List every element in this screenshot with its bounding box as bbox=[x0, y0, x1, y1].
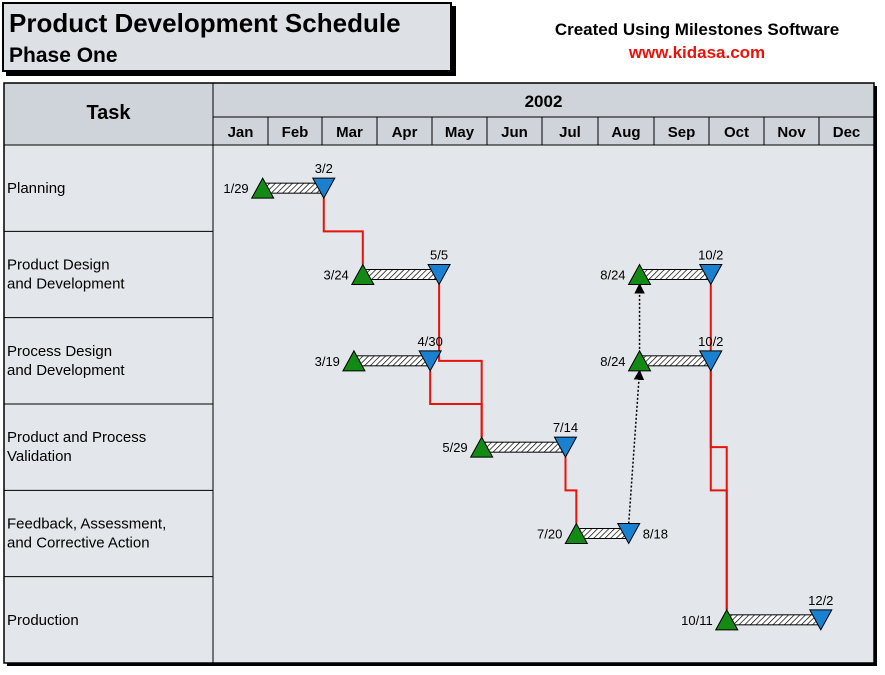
end-date-label: 3/2 bbox=[315, 161, 333, 176]
dependency-link bbox=[429, 370, 483, 438]
task-bar bbox=[726, 614, 822, 626]
end-date-label: 12/2 bbox=[808, 593, 833, 608]
chart-border bbox=[3, 82, 875, 664]
task-bar bbox=[481, 441, 566, 453]
feedback-arrow bbox=[627, 369, 645, 524]
start-milestone bbox=[469, 436, 494, 458]
dependency-link bbox=[709, 370, 728, 610]
end-milestone bbox=[418, 350, 443, 372]
task-label: Production bbox=[7, 612, 79, 629]
task-header: Task bbox=[86, 102, 131, 124]
end-date-label: 5/5 bbox=[430, 248, 448, 263]
end-date-label: 7/14 bbox=[553, 420, 578, 435]
start-milestone bbox=[350, 263, 375, 285]
start-date-label: 3/24 bbox=[323, 268, 348, 283]
end-date-label: 4/30 bbox=[418, 334, 443, 349]
month-label: Nov bbox=[777, 124, 806, 141]
end-milestone bbox=[808, 609, 833, 631]
chart-subtitle: Phase One bbox=[9, 44, 118, 67]
credit-line: Created Using Milestones Software bbox=[554, 20, 840, 39]
header-band bbox=[4, 83, 874, 145]
end-milestone bbox=[311, 177, 336, 200]
task-bar bbox=[262, 182, 325, 194]
month-label: Jan bbox=[228, 124, 254, 141]
start-date-label: 10/11 bbox=[681, 613, 713, 628]
start-milestone bbox=[714, 608, 739, 631]
start-date-label: 1/29 bbox=[223, 181, 248, 196]
start-date-label: 7/20 bbox=[537, 527, 562, 542]
end-milestone bbox=[553, 436, 578, 459]
month-label: Aug bbox=[611, 124, 640, 141]
task-label: Planning bbox=[7, 180, 65, 197]
month-label: Apr bbox=[392, 124, 418, 141]
title-box: Product Development Schedule Phase One bbox=[2, 2, 452, 72]
start-date-label: 8/24 bbox=[600, 354, 625, 369]
task-bar bbox=[639, 269, 712, 280]
end-milestone bbox=[427, 264, 451, 286]
start-date-label: 5/29 bbox=[442, 440, 467, 455]
task-label: Feedback, Assessment,and Corrective Acti… bbox=[7, 516, 166, 552]
month-label: Jun bbox=[501, 124, 528, 141]
start-milestone bbox=[250, 177, 275, 199]
start-milestone bbox=[627, 349, 652, 372]
end-date-label: 10/2 bbox=[698, 248, 723, 263]
start-milestone bbox=[564, 522, 589, 544]
chart-area bbox=[4, 83, 874, 663]
dependency-link bbox=[438, 284, 483, 438]
start-milestone bbox=[627, 263, 652, 285]
dependency-link bbox=[322, 198, 364, 265]
dependency-link bbox=[564, 457, 578, 524]
credit-url[interactable]: www.kidasa.com bbox=[628, 43, 766, 62]
end-milestone bbox=[698, 350, 723, 372]
task-bar bbox=[639, 355, 712, 367]
month-label: Sep bbox=[668, 124, 696, 141]
end-date-label: 10/2 bbox=[698, 334, 723, 349]
month-label: Mar bbox=[336, 124, 363, 141]
end-date-label: 8/18 bbox=[643, 527, 668, 542]
month-label: Dec bbox=[833, 124, 861, 141]
start-date-label: 3/19 bbox=[315, 354, 340, 369]
start-milestone bbox=[342, 349, 366, 372]
start-date-label: 8/24 bbox=[600, 268, 625, 283]
end-milestone bbox=[698, 264, 723, 286]
month-label: Oct bbox=[724, 124, 749, 141]
task-bar bbox=[362, 269, 440, 280]
month-label: Jul bbox=[559, 124, 581, 141]
month-label: May bbox=[445, 124, 475, 141]
task-bar bbox=[353, 355, 431, 367]
month-label: Feb bbox=[282, 124, 309, 141]
end-milestone bbox=[616, 523, 641, 545]
year-label: 2002 bbox=[525, 92, 563, 111]
chart-title: Product Development Schedule bbox=[9, 8, 401, 38]
